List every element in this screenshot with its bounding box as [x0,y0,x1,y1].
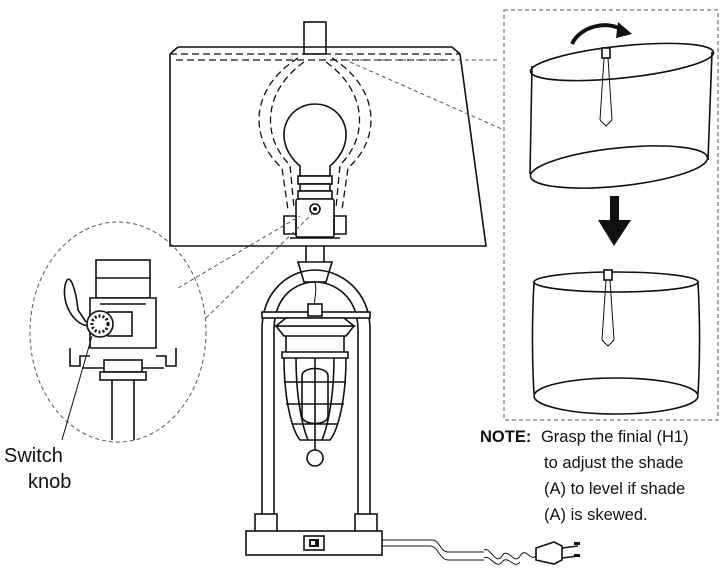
lantern-pull-ring [306,449,324,467]
shade-adjust-detail-panel [346,9,719,421]
note-heading: NOTE: [480,428,531,446]
level-shade [531,269,701,415]
svg-text:NOTE: Grasp the finial (: NOTE: Grasp the finial (H1) [480,428,689,446]
note-line-1: Grasp the finial (H1) [541,428,689,446]
lampshade [169,53,487,247]
lamp-frame-arch [261,269,371,516]
note-line-3: (A) to level if shade [544,480,685,498]
down-arrow-icon [598,196,631,246]
note-line-4: (A) is skewed. [544,506,648,524]
socket-closeup [63,259,177,440]
lamp-neck-joint [296,261,334,283]
lamp-harp [258,57,372,211]
note-block: NOTE: Grasp the finial (H1) to adjust th… [480,428,689,524]
lantern-bulb [301,367,329,425]
switch-knob-label-line1: Switch [4,445,63,467]
note-line-2: to adjust the shade [544,454,683,472]
switch-knob-label-line2: knob [28,471,71,493]
power-plug [535,541,563,565]
rotate-arrow-icon [570,23,624,45]
skewed-shade [529,22,715,189]
finial-stem [303,21,327,55]
switch-detail-callout [29,213,313,443]
lantern-cage [281,336,349,441]
light-bulb [283,103,347,177]
switch-knob [86,310,114,338]
lantern-cap [274,325,356,337]
lamp-illustration [169,21,580,565]
power-cord [382,539,484,553]
